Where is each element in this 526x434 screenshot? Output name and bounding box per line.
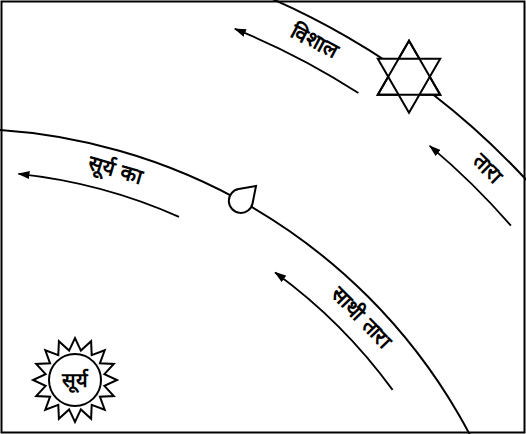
motion-arrow [19,174,180,217]
orbit-label: सूर्य का [86,152,145,189]
orbit-label: विशाल [287,20,342,64]
giant-star [378,41,440,95]
sun-symbol: सूर्य [32,337,118,423]
sun-disc [49,354,101,406]
inner-orbit [0,129,526,434]
sun-label: सूर्य [62,369,88,391]
orbit-label: साथी तारा [326,283,395,353]
companion-star [229,186,256,213]
sun-rays [33,338,117,422]
giant-star [378,59,440,113]
orbit-label: तारा [468,149,506,187]
motion-arrow [430,146,511,226]
